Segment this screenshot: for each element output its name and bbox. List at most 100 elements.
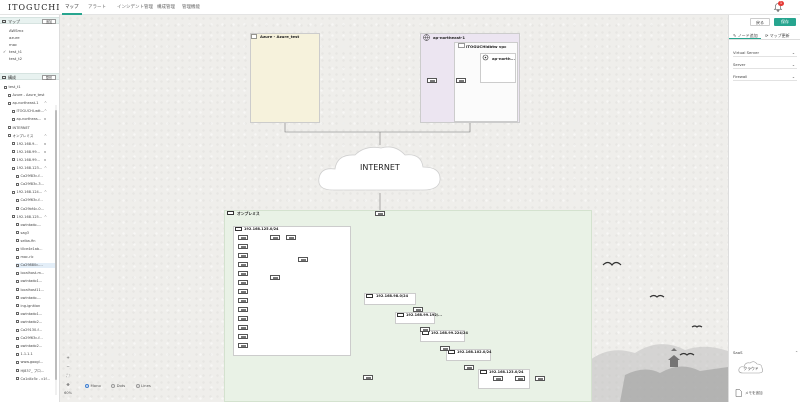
subnet-box[interactable] [478, 369, 530, 389]
line-style-mono[interactable]: Mono [85, 383, 101, 388]
chevron-up-icon[interactable]: ⌃ [795, 350, 799, 355]
tree-item[interactable]: 192.168.9...v [12, 142, 56, 147]
subnet-box[interactable] [420, 330, 465, 342]
server-node[interactable] [238, 316, 248, 321]
server-node[interactable] [464, 365, 474, 370]
tree-item[interactable]: ing-ignition [16, 304, 56, 309]
tree-item[interactable]: localhost11... [16, 288, 56, 293]
tree-item[interactable]: test_t1 [4, 85, 56, 90]
category-virtual-server[interactable]: Virtual Server⌄ [733, 50, 797, 57]
map-item[interactable]: azure [9, 35, 20, 40]
tree-item[interactable]: owintado1... [16, 279, 56, 284]
tree-item[interactable]: Ca29f83c-3... [16, 182, 56, 187]
tree-item[interactable]: mac-rlc [16, 255, 56, 260]
tree-item[interactable]: owintado-... [16, 296, 56, 301]
server-node[interactable] [363, 375, 373, 380]
chevron-down-icon[interactable]: v [44, 157, 47, 162]
tree-item[interactable]: Ca29f83c-f... [16, 174, 56, 179]
tab-configuration[interactable]: 構成管理 [157, 5, 175, 10]
subnet-box[interactable] [446, 349, 491, 361]
tab-add-node[interactable]: ✎ ノード追加 [733, 33, 758, 38]
server-node[interactable] [238, 307, 248, 312]
tree-item[interactable]: ap-northeast-1^ [8, 101, 56, 106]
chevron-down-icon[interactable]: v [44, 149, 47, 154]
tree-item[interactable]: Ca29130-f... [16, 328, 56, 333]
tree-item[interactable]: Ca29880c-... [16, 263, 56, 269]
category-server[interactable]: Server⌄ [733, 62, 797, 69]
server-node[interactable] [427, 78, 437, 83]
server-node[interactable] [535, 376, 545, 381]
chevron-down-icon[interactable]: v [44, 141, 47, 146]
subnet-box[interactable] [233, 226, 351, 356]
document-icon[interactable] [735, 389, 742, 397]
server-node[interactable] [440, 346, 450, 351]
server-node[interactable] [270, 275, 280, 280]
tree-item[interactable]: Ca29f63c-f... [16, 336, 56, 341]
tab-update-map[interactable]: ⟳ マップ更新 [765, 33, 790, 38]
tree-item[interactable]: Ca29bf4c-0... [16, 207, 56, 212]
subnet-box[interactable] [395, 312, 435, 324]
server-node[interactable] [298, 257, 308, 262]
tab-incident[interactable]: インシデント管理 [117, 5, 153, 10]
server-node[interactable] [238, 334, 248, 339]
server-node[interactable] [238, 298, 248, 303]
cloud-icon[interactable] [737, 359, 765, 375]
tab-alert[interactable]: アラート [88, 5, 106, 10]
fit-screen-icon[interactable]: ⛶ [66, 373, 70, 378]
tree-item[interactable]: HJ837_ プロ... [16, 369, 56, 374]
server-node[interactable] [238, 325, 248, 330]
server-node[interactable] [456, 78, 466, 83]
arrange-button[interactable]: 整形 [42, 75, 56, 80]
tree-item[interactable]: owintado2... [16, 320, 56, 325]
server-node[interactable] [515, 376, 525, 381]
map-canvas[interactable]: Azure - Azure_test ap-northeast-1 ITOGUC… [60, 15, 728, 402]
back-button[interactable]: 戻る [750, 18, 770, 26]
tree-item[interactable]: オンプレミス^ [8, 134, 56, 139]
server-node[interactable] [420, 327, 430, 332]
server-node[interactable] [238, 262, 248, 267]
add-map-button[interactable]: 追加 [42, 19, 56, 24]
sidebar-scrollbar-thumb[interactable] [55, 110, 57, 380]
server-node[interactable] [238, 235, 248, 240]
tab-admin[interactable]: 管理機能 [182, 5, 200, 10]
tab-map[interactable]: マップ [65, 5, 79, 10]
server-node[interactable] [413, 307, 423, 312]
tree-item[interactable]: ITOGUCHI-wtt...^ [12, 109, 56, 114]
chevron-down-icon[interactable]: v [44, 117, 47, 122]
chevron-up-icon[interactable]: ^ [44, 133, 47, 138]
tree-item[interactable]: selba-fin [16, 239, 56, 244]
tree-item[interactable]: 192.168.123...^ [12, 166, 56, 171]
tree-item[interactable]: owintado-... [16, 223, 56, 228]
azure-cloud-box[interactable] [250, 33, 320, 123]
map-item[interactable]: test_t1 [3, 49, 22, 54]
server-node[interactable] [238, 271, 248, 276]
chevron-up-icon[interactable]: ^ [44, 166, 47, 170]
chevron-up-icon[interactable]: ^ [44, 109, 47, 114]
server-node[interactable] [238, 244, 248, 249]
zoom-in-button[interactable]: + [66, 355, 70, 360]
tree-item[interactable]: owintado1... [16, 312, 56, 317]
tree-item[interactable]: ap-northeas...v [12, 117, 56, 122]
line-style-dots[interactable]: Dots [111, 383, 125, 388]
chevron-up-icon[interactable]: ^ [44, 214, 47, 219]
map-item[interactable]: AWSmx [9, 28, 24, 33]
tree-item[interactable]: www.googl... [16, 360, 56, 365]
category-firewall[interactable]: Firewall⌄ [733, 74, 797, 81]
tree-item[interactable]: localhost-m... [16, 271, 56, 276]
save-button[interactable]: 保存 [774, 18, 796, 26]
chevron-up-icon[interactable]: ^ [44, 101, 47, 106]
subnet-box[interactable] [364, 293, 416, 305]
tree-item[interactable]: 192.168.99...v [12, 158, 56, 163]
server-node[interactable] [270, 235, 280, 240]
map-item[interactable]: mac [9, 42, 18, 47]
tree-item[interactable]: 192.168.99...v [12, 150, 56, 155]
map-item[interactable]: test_t2 [9, 56, 23, 61]
tree-item[interactable]: INTERNET [8, 126, 56, 131]
internet-cloud-icon[interactable] [313, 142, 448, 194]
pan-icon[interactable]: ✥ [66, 382, 70, 387]
tree-item[interactable]: Ca29f63c-f... [16, 198, 56, 203]
zoom-out-button[interactable]: − [66, 364, 70, 369]
server-node[interactable] [493, 376, 503, 381]
tree-item[interactable]: owintado2... [16, 344, 56, 349]
tree-item[interactable]: 192.168.124...^ [12, 190, 56, 195]
